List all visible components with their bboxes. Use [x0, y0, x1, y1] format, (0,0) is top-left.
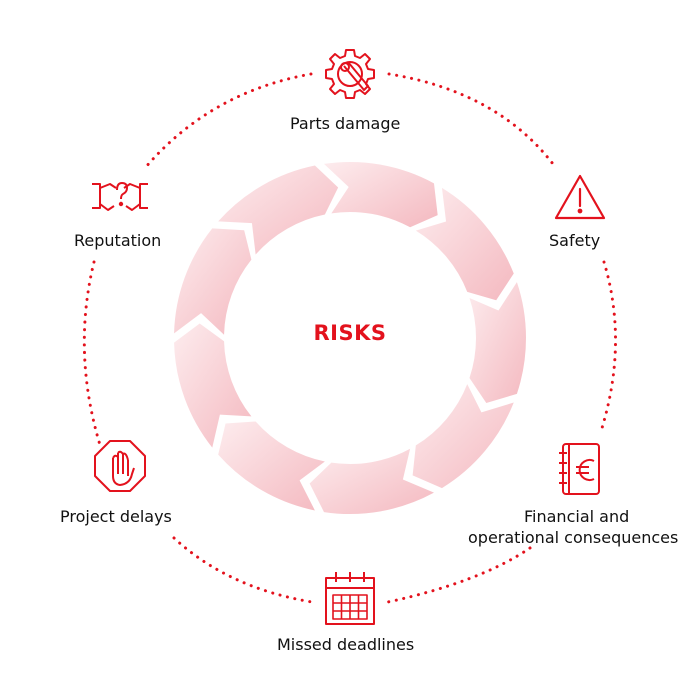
cycle-arrow-segment: [323, 162, 438, 228]
ring-segment: [386, 546, 532, 604]
cycle-arrow-segment: [218, 421, 325, 511]
stop-hand-icon: [94, 440, 146, 492]
cycle-arrow-segment: [469, 282, 526, 404]
label-project-delays: Project delays: [60, 507, 172, 526]
center-title: RISKS: [313, 321, 387, 345]
cycle-arrow-segment: [309, 448, 434, 514]
label-financial-line1: Financial and: [524, 507, 630, 526]
cycle-arrow-segment: [415, 187, 514, 301]
cycle-arrow-segment: [174, 323, 252, 448]
warning-triangle-icon: [554, 174, 606, 220]
cycle-arrow-segment: [174, 228, 252, 335]
arrow-ring: [174, 162, 526, 514]
gear-wrench-icon: [325, 49, 375, 99]
ring-segment: [387, 72, 558, 170]
cycle-arrow-segment: [412, 384, 514, 489]
label-reputation: Reputation: [74, 231, 162, 250]
label-financial-line2: operational consequences: [468, 528, 679, 547]
ring-segment: [172, 536, 314, 604]
ring-segment: [600, 260, 617, 430]
label-missed-deadlines: Missed deadlines: [277, 635, 415, 654]
ring-segment: [143, 72, 313, 170]
euro-ledger-icon: [559, 443, 600, 495]
label-parts-damage: Parts damage: [290, 114, 401, 133]
ring-segment: [82, 260, 102, 447]
broken-handshake-icon: [92, 182, 148, 211]
label-safety: Safety: [549, 231, 601, 250]
cycle-arrow-segment: [218, 165, 339, 255]
dotted-ring: [82, 72, 617, 604]
calendar-icon: [325, 572, 375, 625]
